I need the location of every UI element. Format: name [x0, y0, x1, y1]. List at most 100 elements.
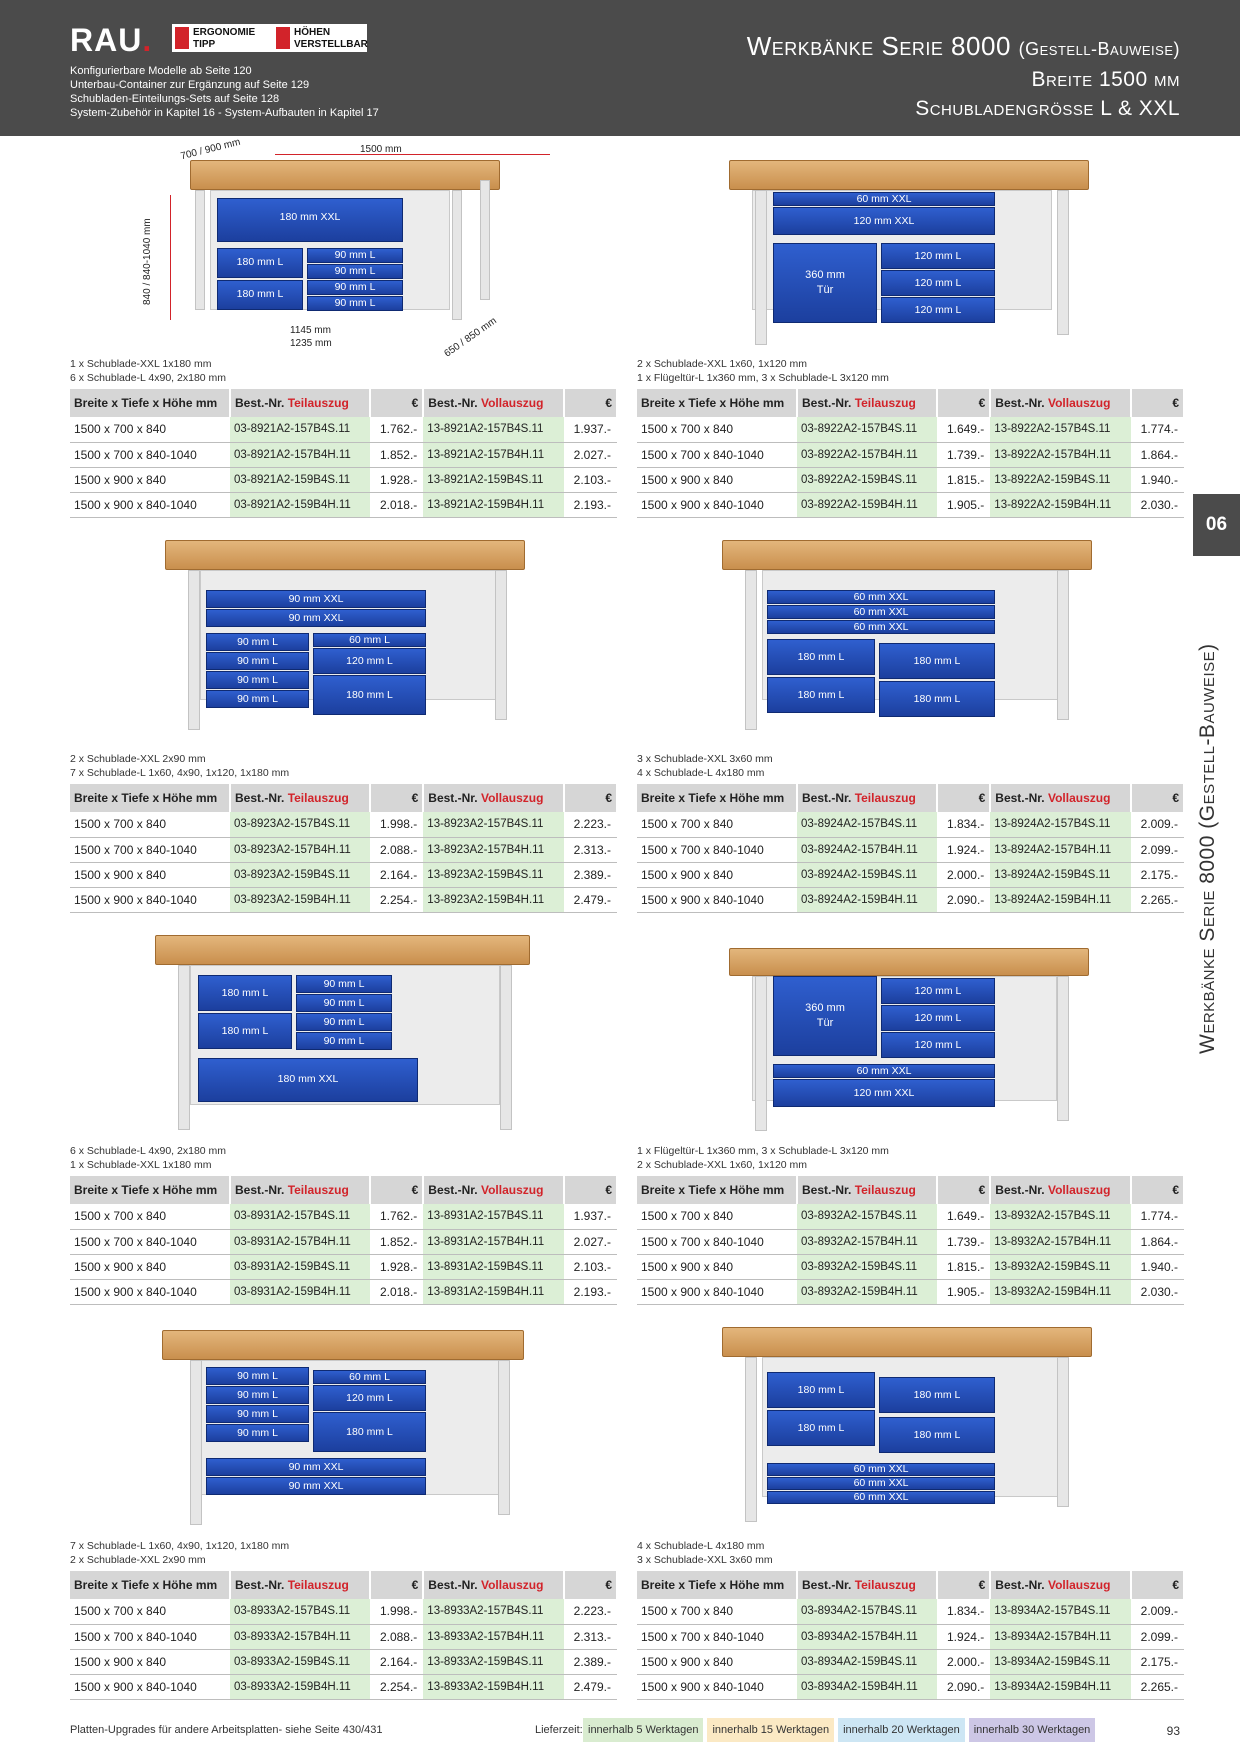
price-table: Breite x Tiefe x Höhe mm Best.-Nr. Teila… [637, 1176, 1186, 1305]
drawer[interactable]: 180 mm XXL [217, 198, 403, 242]
drawer[interactable]: 90 mm L [206, 690, 309, 708]
drawer[interactable]: 180 mm L [217, 280, 303, 310]
link-accessories[interactable]: System-Zubehör in Kapitel 16 - System-Au… [70, 107, 379, 119]
drawer[interactable]: 60 mm L [313, 633, 426, 647]
drawer[interactable]: 180 mm L [879, 1417, 995, 1453]
drawer[interactable]: 90 mm L [296, 994, 392, 1012]
drawer[interactable]: 60 mm XXL [773, 1064, 995, 1078]
drawer[interactable]: 180 mm L [879, 1377, 995, 1413]
drawer[interactable]: 90 mm L [206, 1386, 309, 1404]
drawer[interactable]: 180 mm L [767, 1410, 875, 1446]
drawer[interactable]: 60 mm XXL [767, 1491, 995, 1504]
product-caption: 2 x Schublade-XXL 1x60, 1x120 mm 1 x Flü… [637, 358, 889, 384]
side-title: Werkbänke Serie 8000 (Gestell-Bauweise) [1196, 643, 1219, 1054]
drawer[interactable]: 180 mm L [767, 677, 875, 713]
price-table: Breite x Tiefe x Höhe mm Best.-Nr. Teila… [70, 1176, 619, 1305]
drawer[interactable]: 90 mm L [206, 1405, 309, 1423]
drawer[interactable]: 90 mm XXL [206, 590, 426, 608]
drawer[interactable]: 90 mm L [307, 248, 403, 263]
link-drawer-sets[interactable]: Schubladen-Einteilungs-Sets auf Seite 12… [70, 93, 280, 105]
drawer[interactable]: 60 mm XXL [773, 192, 995, 206]
drawer[interactable]: 60 mm XXL [767, 1477, 995, 1490]
link-container[interactable]: Unterbau-Container zur Ergänzung auf Sei… [70, 79, 310, 91]
drawer[interactable]: 120 mm L [881, 1005, 995, 1031]
ergonomie-icon [175, 27, 189, 49]
drawer[interactable]: 60 mm XXL [767, 605, 995, 619]
drawer[interactable]: 90 mm L [307, 264, 403, 279]
drawer[interactable]: 120 mm L [881, 243, 995, 269]
drawer[interactable]: 180 mm L [879, 643, 995, 679]
drawer[interactable]: 120 mm L [881, 978, 995, 1004]
drawer[interactable]: 90 mm L [307, 296, 403, 311]
dim-inner2: 1235 mm [290, 338, 332, 349]
drawer[interactable]: 120 mm L [881, 1032, 995, 1058]
drawer[interactable]: 120 mm XXL [773, 207, 995, 235]
drawer[interactable]: 60 mm XXL [767, 590, 995, 604]
drawer[interactable]: 120 mm L [881, 297, 995, 323]
drawer[interactable]: 180 mm L [767, 1372, 875, 1408]
drawer[interactable]: 120 mm XXL [773, 1079, 995, 1107]
drawer[interactable]: 90 mm L [206, 633, 309, 651]
price-table: Breite x Tiefe x Höhe mm Best.-Nr. Teila… [637, 784, 1186, 913]
drawer[interactable]: 90 mm L [296, 1032, 392, 1050]
drawer[interactable]: 90 mm XXL [206, 1458, 426, 1476]
drawer[interactable]: 180 mm L [313, 1412, 426, 1452]
drawer[interactable]: 180 mm L [198, 975, 292, 1011]
link-configurable[interactable]: Konfigurierbare Modelle ab Seite 120 [70, 65, 252, 77]
chapter-tab[interactable]: 06 [1193, 494, 1240, 556]
drawer[interactable]: 90 mm L [206, 1367, 309, 1385]
drawer[interactable]: 90 mm L [296, 975, 392, 993]
drawer[interactable]: 180 mm XXL [198, 1058, 418, 1102]
dim-inner1: 1145 mm [290, 325, 331, 336]
product-8933: 90 mm L 90 mm L 90 mm L 90 mm L 60 mm L … [70, 1325, 619, 1700]
delivery-5-days: innerhalb 5 Werktagen [583, 1718, 704, 1742]
drawer[interactable]: 120 mm L [881, 270, 995, 296]
product-caption: 4 x Schublade-L 4x180 mm 3 x Schublade-X… [637, 1540, 773, 1566]
price-table: Breite x Tiefe x Höhe mm Best.-Nr. Teila… [637, 389, 1186, 518]
rau-logo: RAU. [70, 22, 153, 58]
drawer[interactable]: 60 mm XXL [767, 620, 995, 634]
workbench-image: 180 mm L 180 mm L 180 mm L 180 mm L 60 m… [637, 1325, 1185, 1537]
drawer[interactable]: 120 mm L [313, 648, 426, 674]
drawer[interactable]: 180 mm L [767, 639, 875, 675]
drawer[interactable]: 120 mm L [313, 1385, 426, 1411]
product-8931: 180 mm L 180 mm L 90 mm L 90 mm L 90 mm … [70, 930, 619, 1305]
drawer[interactable]: 60 mm L [313, 1370, 426, 1384]
drawer[interactable]: 90 mm L [296, 1013, 392, 1031]
drawer[interactable]: 180 mm L [198, 1013, 292, 1049]
drawer[interactable]: 90 mm L [307, 280, 403, 295]
drawer[interactable]: 90 mm XXL [206, 1477, 426, 1495]
drawer[interactable]: 180 mm L [217, 248, 303, 278]
drawer[interactable]: 180 mm L [879, 681, 995, 717]
drawer[interactable]: 60 mm XXL [767, 1463, 995, 1476]
drawer[interactable]: 90 mm L [206, 671, 309, 689]
drawer[interactable]: 90 mm L [206, 1424, 309, 1442]
drawer[interactable]: 180 mm L [313, 675, 426, 715]
drawer[interactable]: 90 mm L [206, 652, 309, 670]
upgrade-note[interactable]: Platten-Upgrades für andere Arbeitsplatt… [70, 1724, 383, 1736]
delivery-15-days: innerhalb 15 Werktagen [707, 1718, 835, 1742]
product-8934: 180 mm L 180 mm L 180 mm L 180 mm L 60 m… [637, 1325, 1186, 1700]
drawer[interactable]: 90 mm XXL [206, 609, 426, 627]
product-8923: 90 mm XXL 90 mm XXL 90 mm L 90 mm L 90 m… [70, 535, 619, 913]
